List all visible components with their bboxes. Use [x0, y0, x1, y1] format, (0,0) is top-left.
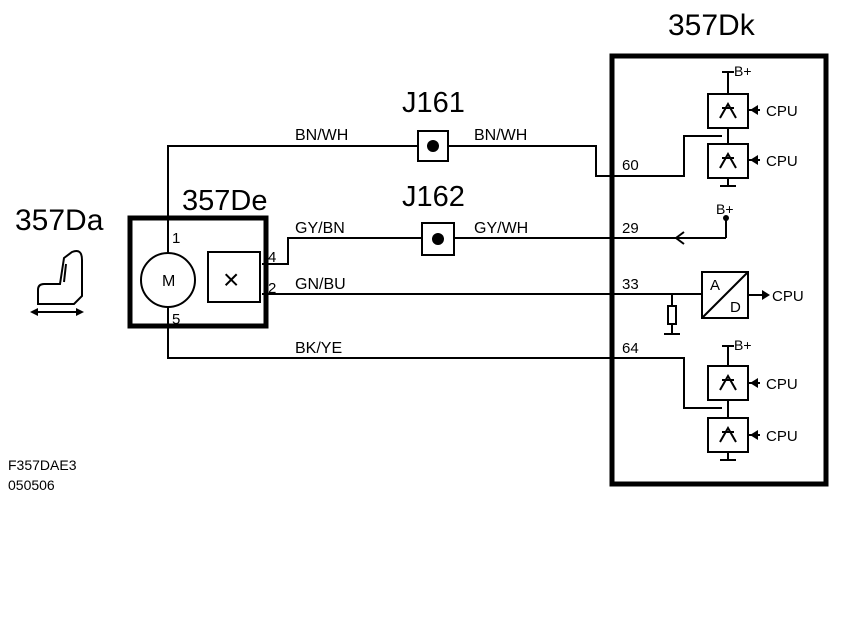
module-pin-33: 33 [622, 276, 639, 293]
pulldown-resistor [667, 305, 677, 325]
junction-j162-label: J162 [402, 181, 465, 213]
upper-cpu-label-1: CPU [766, 103, 798, 120]
seat-icon [30, 250, 84, 316]
module-pin-64: 64 [622, 340, 639, 357]
sensor-symbol: × [223, 264, 239, 295]
wire-label-bn-wh-left: BN/WH [295, 127, 348, 144]
adc-converter: A D CPU [701, 271, 804, 319]
wire-label-gy-bn: GY/BN [295, 220, 345, 237]
junction-j161-label: J161 [402, 87, 465, 119]
figure-date: 050506 [8, 477, 55, 493]
upper-cpu-label-2: CPU [766, 153, 798, 170]
wire-label-gn-bu: GN/BU [295, 276, 346, 293]
lower-high-side-switch [707, 365, 749, 401]
position-sensor [207, 251, 261, 303]
wire-bn-wh: BN/WH BN/WH 60 [167, 127, 722, 222]
upper-driver-pair: B+ CPU CPU [707, 63, 798, 187]
figure-code: F357DAE3 [8, 457, 77, 473]
adc-d-label: D [730, 299, 741, 316]
lower-cpu-label-1: CPU [766, 376, 798, 393]
module-pin-60: 60 [622, 157, 639, 174]
wire-gy-bn: GY/BN GY/WH 29 B+ [262, 201, 734, 265]
lower-driver-pair: B+ CPU CPU [707, 337, 798, 461]
wire-gn-bu: GN/BU 33 [262, 276, 702, 335]
pin-5-label: 5 [172, 311, 180, 328]
pin-1-label: 1 [172, 230, 180, 247]
pullup-supply-label: B+ [716, 201, 734, 217]
module-pin-29: 29 [622, 220, 639, 237]
wire-bk-ye: BK/YE 64 [167, 322, 722, 409]
wire-label-bk-ye: BK/YE [295, 340, 342, 357]
lower-low-side-switch [707, 417, 749, 453]
wire-label-gy-wh: GY/WH [474, 220, 528, 237]
pin-2-label: 2 [268, 280, 276, 297]
motor-unit-box: M × 1 4 2 5 [127, 215, 276, 329]
control-module-title: 357Dk [668, 9, 756, 42]
wire-label-bn-wh-right: BN/WH [474, 127, 527, 144]
junction-j161 [417, 130, 449, 162]
upper-low-side-switch [707, 143, 749, 179]
adc-cpu-label: CPU [772, 288, 804, 305]
lower-driver-supply-label: B+ [734, 337, 752, 353]
junction-j162 [421, 222, 455, 256]
control-module-box [609, 53, 829, 487]
motor-unit-title: 357De [182, 185, 267, 217]
adc-a-label: A [710, 277, 720, 294]
motor-label: M [162, 273, 175, 290]
seat-component-title: 357Da [15, 204, 104, 237]
pin-4-label: 4 [268, 249, 276, 266]
lower-cpu-label-2: CPU [766, 428, 798, 445]
upper-driver-supply-label: B+ [734, 63, 752, 79]
upper-high-side-switch [707, 93, 749, 129]
